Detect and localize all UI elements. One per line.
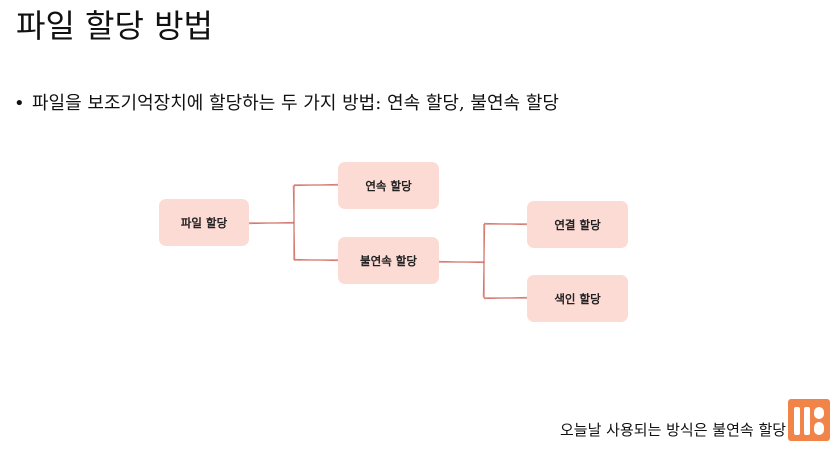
bullet-marker: •	[14, 93, 25, 114]
bullet-text: 파일을 보조기억장치에 할당하는 두 가지 방법: 연속 할당, 불연속 할당	[32, 93, 559, 114]
brand-logo-icon	[788, 399, 830, 441]
page-title: 파일 할당 방법	[16, 7, 213, 45]
node-file-allocation: 파일 할당	[159, 199, 249, 246]
node-noncontiguous-allocation: 불연속 할당	[338, 237, 439, 284]
node-contiguous-allocation: 연속 할당	[338, 162, 439, 209]
bullet-item: • 파일을 보조기억장치에 할당하는 두 가지 방법: 연속 할당, 불연속 할당	[14, 91, 559, 117]
node-indexed-allocation: 색인 할당	[527, 275, 628, 322]
node-linked-allocation: 연결 할당	[527, 201, 628, 248]
footer-note: 오늘날 사용되는 방식은 불연속 할당	[560, 421, 787, 439]
